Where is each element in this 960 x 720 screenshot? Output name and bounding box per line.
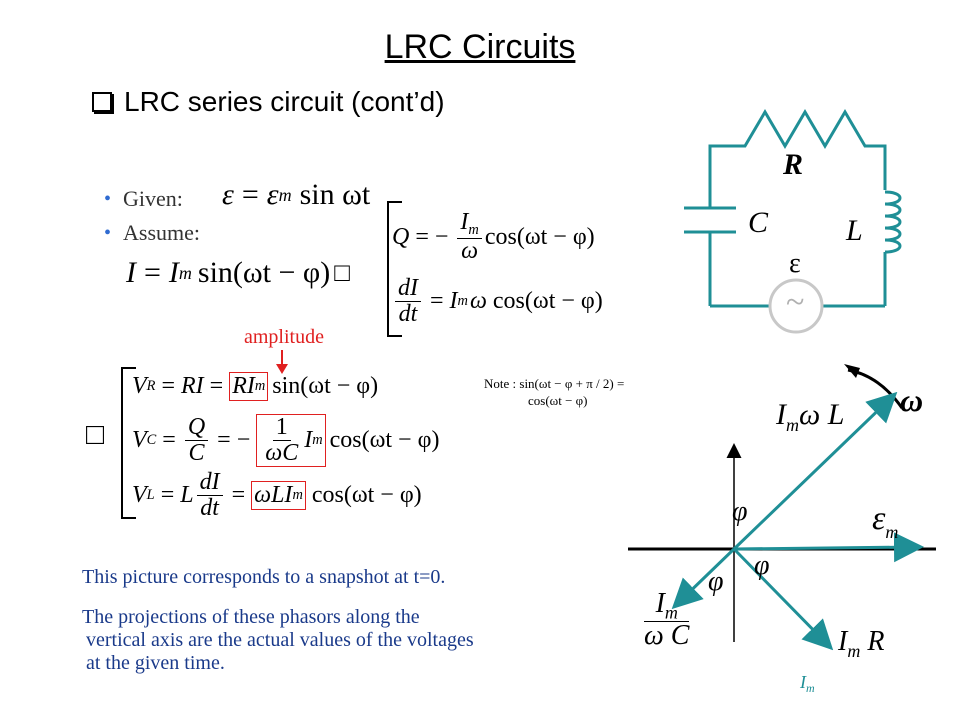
label-inductor: L [846,214,863,247]
label-emf: ε [789,248,801,279]
voltage-bracket [121,367,136,519]
given-bullet: • Given: [104,186,183,212]
eq-dI: dI [395,275,421,303]
eq-eps: ε [222,178,234,211]
eq-m-sub: m [178,262,192,283]
checkbox-bullet-icon [92,92,112,112]
amplitude-label: amplitude [244,326,324,348]
label-phi-right: φ [754,550,770,581]
label-capacitor: C [748,206,769,239]
amplitude-arrow-icon [276,350,288,374]
eq-box-glyph: □ [334,258,350,287]
given-label: Given: [123,186,183,211]
label-phi-left: φ [708,566,724,597]
bullet-dot-icon: • [104,221,112,244]
eq-m-sub: m [278,184,292,205]
eq-cos-wt-phi: cos(ωt − φ) [484,223,595,250]
label-imwl: Imω L [776,398,845,436]
label-phi-top: φ [732,496,748,527]
eq-I: I [126,256,136,289]
assume-bullet: • Assume: [104,220,200,246]
bullet-dot-icon: • [104,187,112,210]
eq-epsm: ε [266,178,279,211]
label-imr: Im R [838,626,885,662]
label-emf-m: εm [872,500,899,542]
eq-Im: I [460,209,469,235]
label-imc: Im ω C [644,588,690,652]
note-line-2: cos(ωt − φ) [528,392,588,408]
caption-snapshot: This picture corresponds to a snapshot a… [82,566,446,588]
section-heading: LRC series circuit (cont’d) [92,86,445,118]
eq-dt: dt [398,301,418,328]
assume-label: Assume: [123,220,201,245]
q-bracket [387,201,402,337]
label-omega: ω [900,382,924,418]
eq-V: V [132,373,147,399]
ac-source-icon [768,278,824,334]
phasor-diagram [628,364,936,651]
eq-RI: RI [181,373,204,399]
eq-Q: Q [392,223,410,250]
eq-sinwt: sin ωt [299,178,371,211]
eq-omega: ω [461,238,479,265]
note-line-1: Note : sin(ωt − φ + π / 2) = [484,376,625,391]
eq-Im: I [168,256,179,289]
caption-projections: The projections of these phasors along t… [82,606,474,674]
ac-source-tilde: ~ [786,284,805,321]
label-im: Im [800,672,815,696]
therefore-glyph: □ [86,418,105,451]
page-title: LRC Circuits [384,28,576,66]
section-heading-text: LRC series circuit (cont’d) [124,86,445,117]
label-resistor: R [783,148,804,181]
lrc-circuit-diagram [684,109,902,334]
trig-note: Note : sin(ωt − φ + π / 2) = cos(ωt − φ) [484,376,624,410]
eq-sin-wt-phi: sin(ωt − φ) [197,256,331,289]
